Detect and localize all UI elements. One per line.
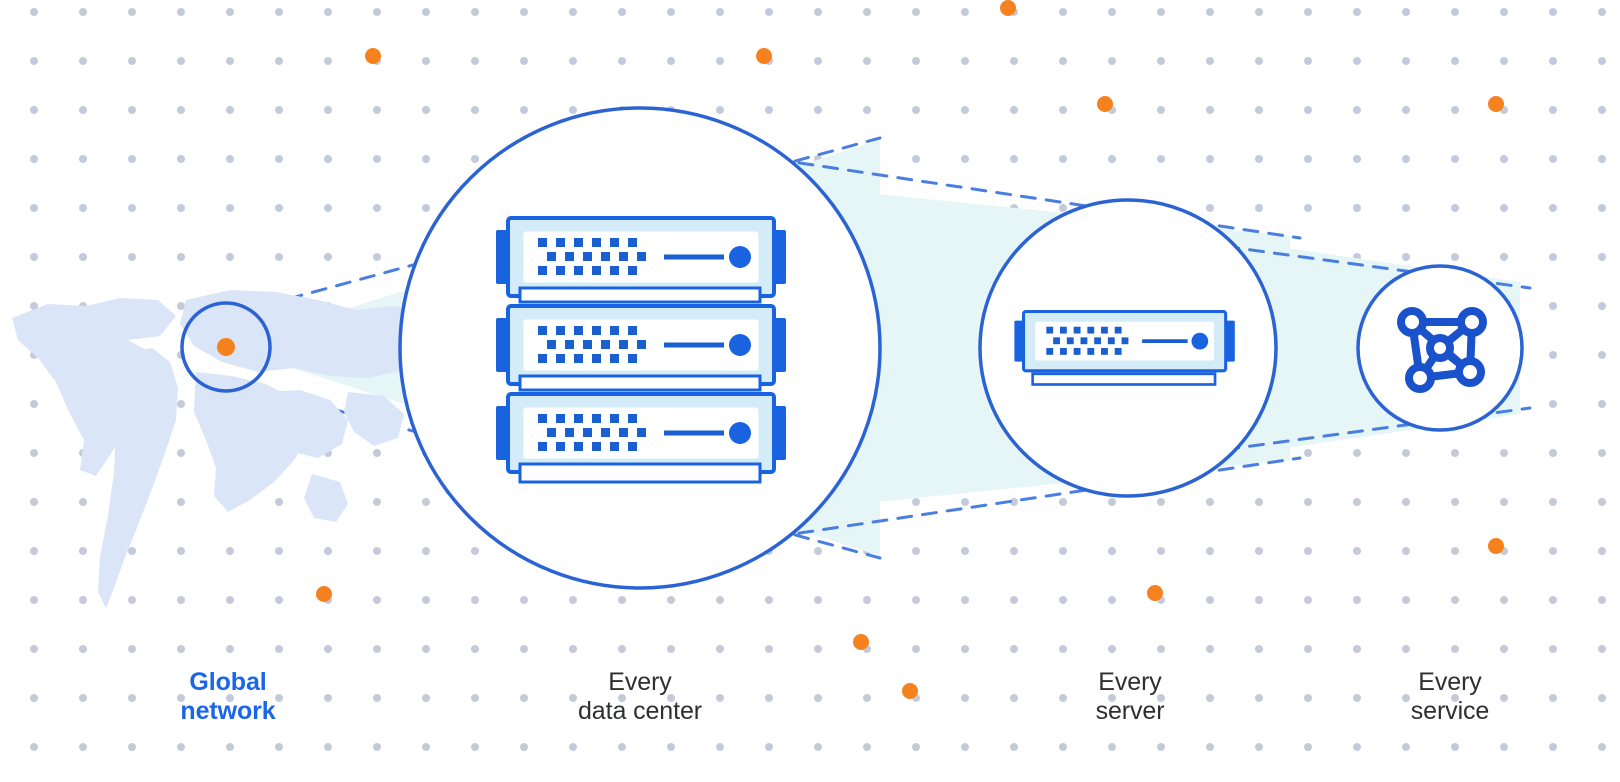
server-rack-icon	[496, 218, 786, 484]
stage-label-every-service: Every service	[1410, 668, 1490, 725]
stage-label-every-data-center: Every data center	[578, 668, 702, 725]
map-location-pin	[217, 338, 235, 356]
network-mesh-icon	[1397, 307, 1487, 393]
stage-label-every-server: Every server	[1095, 668, 1165, 725]
stage-label-global-network: Global network	[180, 668, 276, 725]
map-highlight-circle	[180, 301, 272, 393]
orange-accent-dots	[316, 0, 1504, 699]
server-unit-icon	[1012, 309, 1237, 386]
